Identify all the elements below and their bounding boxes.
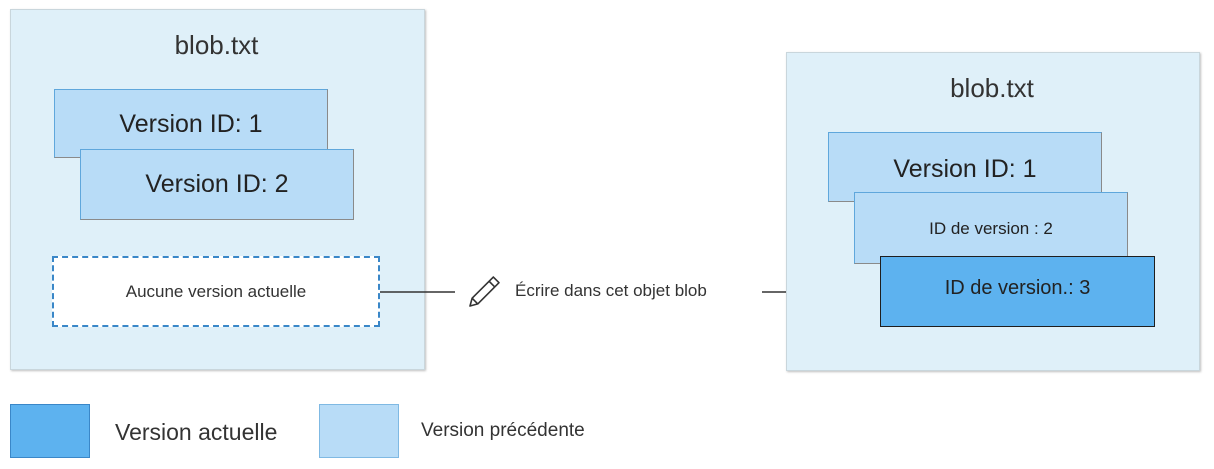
current-version-after: ID de version.: 3 <box>880 256 1155 327</box>
no-current-version-placeholder: Aucune version actuelle <box>52 256 380 327</box>
previous-version-1-before: Version ID: 1 <box>54 89 328 158</box>
legend-previous-label: Version précédente <box>421 420 585 441</box>
blob-title-after: blob.txt <box>950 73 1034 103</box>
version-label: Version ID: 2 <box>145 170 289 198</box>
previous-version-1-after: Version ID: 1 <box>828 132 1102 202</box>
current-version-label: ID de version.: 3 <box>944 277 1091 299</box>
pencil-icon <box>469 276 500 307</box>
legend-current-swatch <box>10 404 90 458</box>
legend-previous-swatch <box>319 404 399 458</box>
no-current-version-label: Aucune version actuelle <box>125 281 307 301</box>
previous-version-2-after: ID de version : 2 <box>854 192 1128 264</box>
write-action-label: Écrire dans cet objet blob <box>515 281 707 300</box>
version-label: ID de version : 2 <box>929 219 1053 238</box>
legend-current-label: Version actuelle <box>115 419 278 445</box>
version-label: Version ID: 1 <box>119 110 263 138</box>
previous-version-2-before: Version ID: 2 <box>80 149 354 220</box>
version-label: Version ID: 1 <box>893 154 1037 183</box>
blob-title-before: blob.txt <box>174 30 259 60</box>
